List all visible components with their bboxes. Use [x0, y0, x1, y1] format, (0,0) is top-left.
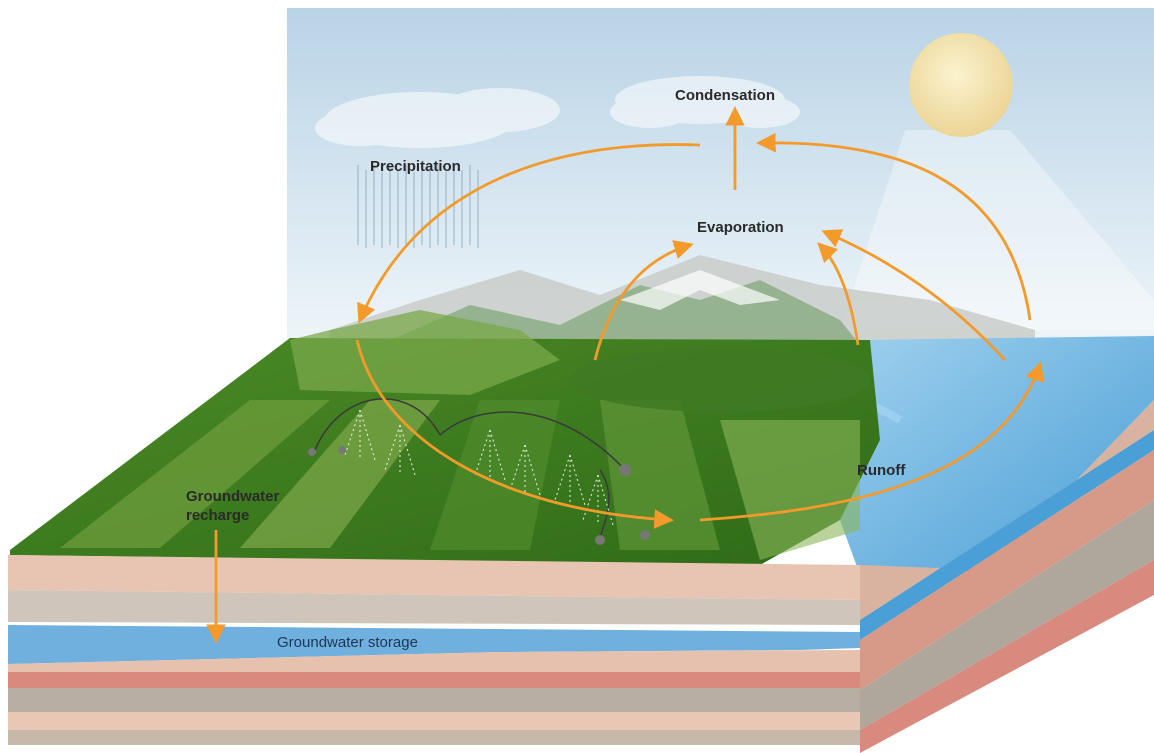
- sprinkler-wheel: [308, 446, 650, 545]
- evaporation-arrow-right: [821, 229, 1007, 361]
- field-strip: [60, 400, 330, 548]
- label-groundwater-storage: Groundwater storage: [277, 634, 418, 651]
- soil-layer: [8, 555, 860, 600]
- rock-layer: [8, 688, 860, 712]
- evaporation-arrow-mid: [817, 242, 860, 346]
- evaporation-arrow-left: [593, 240, 694, 361]
- side-rock: [860, 500, 1154, 730]
- precipitation-arrow: [357, 143, 701, 324]
- hill: [290, 310, 560, 395]
- sun-icon: [909, 33, 1013, 137]
- sea: [840, 336, 1154, 575]
- label-groundwater-recharge-line1: Groundwater: [186, 488, 280, 505]
- runoff-arrow: [699, 361, 1045, 522]
- side-rock: [860, 450, 1154, 690]
- soil-layer: [8, 650, 860, 672]
- rock-layer: [8, 672, 860, 688]
- label-evaporation: Evaporation: [697, 219, 784, 236]
- infiltration-flow-arrow: [355, 339, 674, 529]
- rock-layer: [8, 730, 860, 745]
- field-strip: [240, 400, 440, 548]
- field-strip: [720, 420, 860, 560]
- label-condensation: Condensation: [675, 87, 775, 104]
- sprinkler-spray: [344, 409, 614, 526]
- side-rock: [860, 560, 1154, 753]
- cloud-icon: [315, 88, 560, 148]
- label-runoff: Runoff: [857, 462, 906, 479]
- field-strip: [600, 400, 720, 550]
- label-precipitation: Precipitation: [370, 158, 461, 175]
- label-groundwater-recharge-line2: recharge: [186, 507, 249, 524]
- rain-icon: [357, 165, 479, 248]
- condensation-arrow: [756, 132, 1032, 321]
- cycle-arrows: [206, 106, 1045, 644]
- rock-layer: [8, 590, 860, 625]
- hill: [570, 348, 870, 412]
- snow-cap: [620, 270, 780, 310]
- side-aquifer: [860, 430, 1154, 640]
- field-strip: [430, 400, 560, 550]
- soil-layer: [8, 712, 860, 730]
- block-side-face: [860, 400, 1154, 620]
